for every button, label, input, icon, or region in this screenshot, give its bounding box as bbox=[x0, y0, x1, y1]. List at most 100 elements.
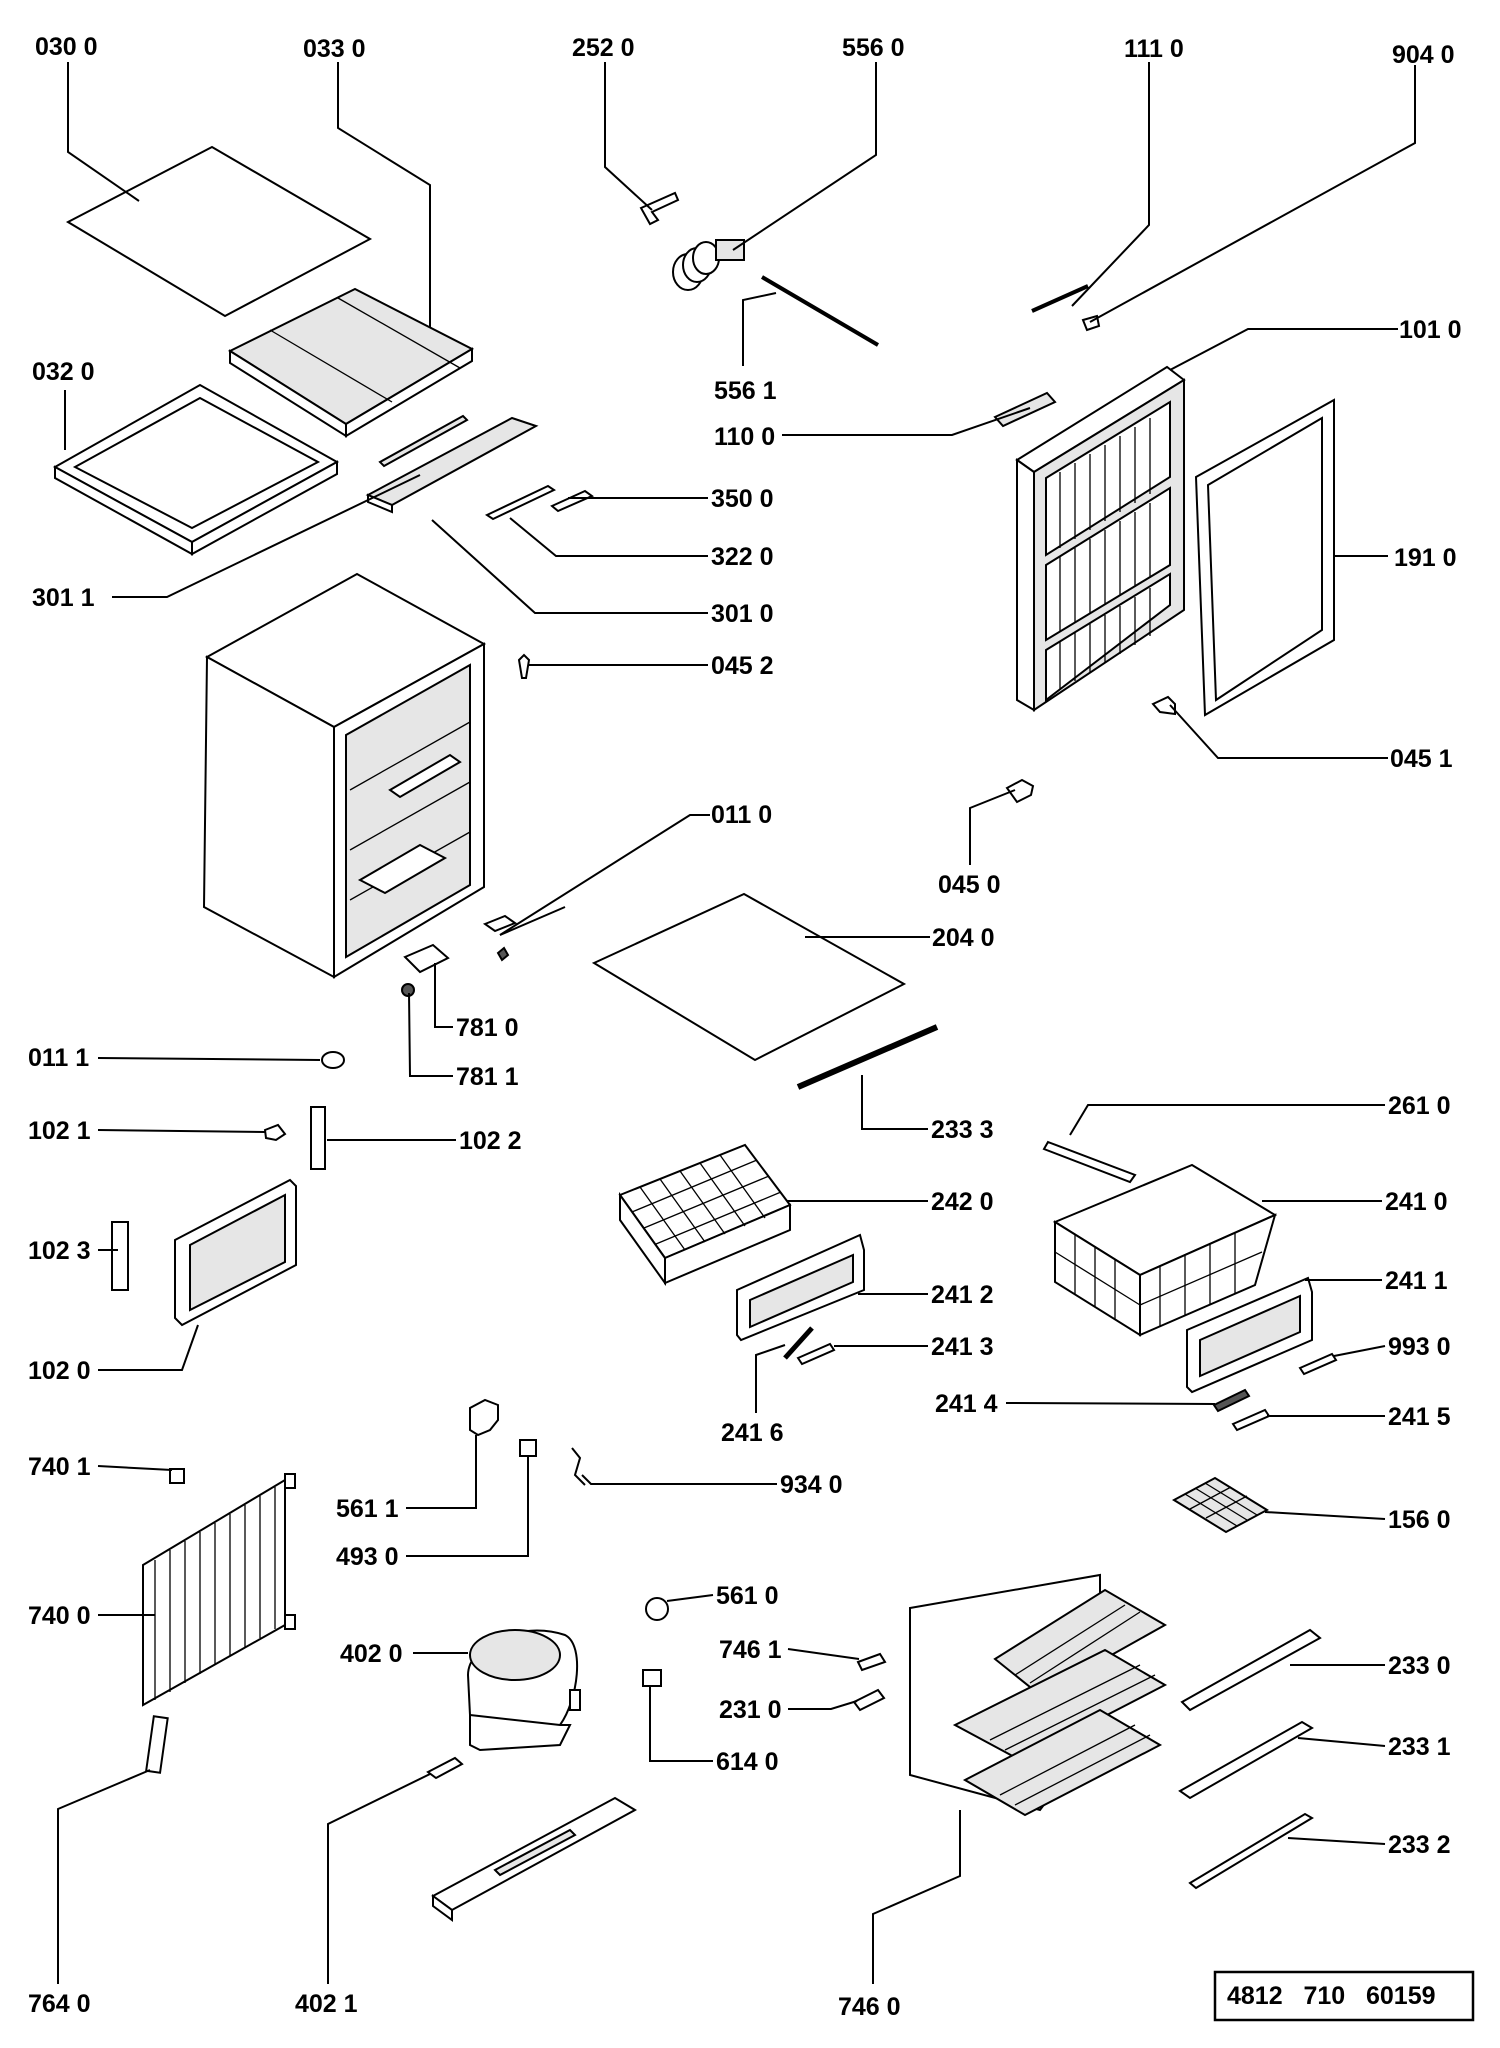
part-233-3-rail bbox=[796, 1024, 939, 1090]
label-204-0: 204 0 bbox=[932, 924, 995, 952]
part-781-0-plate bbox=[403, 943, 450, 974]
label-102-0: 102 0 bbox=[28, 1357, 91, 1385]
part-614-plug bbox=[642, 1669, 662, 1687]
label-561-1: 561 1 bbox=[336, 1495, 399, 1523]
leader-lines bbox=[57, 62, 1416, 1984]
part-241-0-basket bbox=[1052, 1163, 1278, 1337]
label-241-2: 241 2 bbox=[931, 1281, 994, 1309]
label-233-1: 233 1 bbox=[1388, 1733, 1451, 1761]
part-561-1-relay bbox=[469, 1398, 499, 1437]
part-102-1-clip bbox=[263, 1123, 287, 1142]
part-241-1-front bbox=[1186, 1276, 1313, 1394]
label-934-0: 934 0 bbox=[780, 1471, 843, 1499]
part-base-plate bbox=[431, 1796, 638, 1922]
part-740-condenser bbox=[142, 1473, 296, 1707]
label-350-0: 350 0 bbox=[711, 485, 774, 513]
label-746-1: 746 1 bbox=[719, 1636, 782, 1664]
part-746-1-clip bbox=[856, 1652, 887, 1672]
part-241-3-clip bbox=[796, 1342, 836, 1366]
part-242-basket bbox=[618, 1143, 792, 1287]
label-241-1: 241 1 bbox=[1385, 1267, 1448, 1295]
part-233-1-rail bbox=[1178, 1720, 1314, 1800]
part-740-1-clip bbox=[169, 1468, 185, 1484]
part-301-1-strip bbox=[378, 414, 469, 468]
label-402-0: 402 0 bbox=[340, 1640, 403, 1668]
part-934-wire bbox=[571, 1447, 586, 1486]
part-045-1-hinge bbox=[1151, 695, 1176, 716]
part-204-glass-shelf bbox=[591, 892, 907, 1062]
label-191-0: 191 0 bbox=[1394, 544, 1457, 572]
label-402-1: 402 1 bbox=[295, 1990, 358, 2018]
part-102-2-bracket bbox=[310, 1106, 326, 1170]
label-241-0: 241 0 bbox=[1385, 1188, 1448, 1216]
label-904-0: 904 0 bbox=[1392, 41, 1455, 69]
part-111-rod bbox=[1031, 284, 1089, 313]
label-556-1: 556 1 bbox=[714, 377, 777, 405]
label-111-0: 111 0 bbox=[1124, 35, 1184, 63]
part-746-evaporator bbox=[909, 1573, 1168, 1817]
part-011-0-feet bbox=[482, 914, 518, 962]
label-011-0: 011 0 bbox=[711, 801, 772, 829]
label-614-0: 614 0 bbox=[716, 1748, 779, 1776]
label-033-0: 033 0 bbox=[303, 35, 366, 63]
label-556-0: 556 0 bbox=[842, 34, 905, 62]
label-156-0: 156 0 bbox=[1388, 1506, 1451, 1534]
label-045-1: 045 1 bbox=[1390, 745, 1453, 773]
part-301-0-strip bbox=[365, 416, 539, 514]
part-241-2-front bbox=[736, 1233, 865, 1342]
part-781-1-cap bbox=[401, 983, 415, 997]
label-301-0: 301 0 bbox=[711, 600, 774, 628]
label-102-3: 102 3 bbox=[28, 1237, 91, 1265]
part-350-bar bbox=[550, 489, 595, 513]
label-261-0: 261 0 bbox=[1388, 1092, 1451, 1120]
part-252-bracket bbox=[639, 191, 680, 226]
label-102-1: 102 1 bbox=[28, 1117, 91, 1145]
part-045-2-pin bbox=[517, 653, 531, 679]
label-493-0: 493 0 bbox=[336, 1543, 399, 1571]
part-233-0-rail bbox=[1180, 1628, 1322, 1712]
label-242-0: 242 0 bbox=[931, 1188, 994, 1216]
label-301-1: 301 1 bbox=[32, 584, 95, 612]
part-045-0-hinge bbox=[1005, 778, 1035, 804]
label-233-0: 233 0 bbox=[1388, 1652, 1451, 1680]
label-561-0: 561 0 bbox=[716, 1582, 779, 1610]
label-241-3: 241 3 bbox=[931, 1333, 994, 1361]
part-011-1-foot bbox=[321, 1051, 345, 1069]
part-cabinet bbox=[202, 572, 487, 979]
label-231-0: 231 0 bbox=[719, 1696, 782, 1724]
document-number: 4812 710 60159 bbox=[1227, 1982, 1436, 2010]
part-261-strip bbox=[1042, 1140, 1137, 1184]
part-231-0-clip bbox=[852, 1688, 886, 1712]
part-101-door bbox=[1015, 365, 1186, 712]
label-993-0: 993 0 bbox=[1388, 1333, 1451, 1361]
label-032-0: 032 0 bbox=[32, 358, 95, 386]
part-493-clamp bbox=[519, 1439, 537, 1457]
label-781-1: 781 1 bbox=[456, 1063, 519, 1091]
label-781-0: 781 0 bbox=[456, 1014, 519, 1042]
part-033-worktop bbox=[227, 287, 475, 438]
label-011-1: 011 1 bbox=[28, 1044, 89, 1072]
part-561-0-protector bbox=[645, 1597, 669, 1621]
label-030-0: 030 0 bbox=[35, 33, 98, 61]
label-322-0: 322 0 bbox=[711, 543, 774, 571]
part-102-0-flap bbox=[174, 1178, 297, 1327]
part-556-thermostat bbox=[672, 239, 745, 291]
part-102-3-bracket bbox=[111, 1221, 129, 1291]
part-032-shelf-frame bbox=[52, 383, 340, 556]
label-241-6: 241 6 bbox=[721, 1419, 784, 1447]
part-number-labels: 030 0 033 0 252 0 556 0 111 0 904 0 032 … bbox=[28, 33, 1462, 2021]
part-993-clip bbox=[1298, 1352, 1338, 1376]
label-233-3: 233 3 bbox=[931, 1116, 994, 1144]
label-740-0: 740 0 bbox=[28, 1602, 91, 1630]
label-233-2: 233 2 bbox=[1388, 1831, 1451, 1859]
part-241-5-clip bbox=[1231, 1408, 1271, 1432]
part-241-6-spring bbox=[783, 1326, 814, 1360]
label-045-0: 045 0 bbox=[938, 871, 1001, 899]
label-045-2: 045 2 bbox=[711, 652, 774, 680]
label-102-2: 102 2 bbox=[459, 1127, 522, 1155]
part-233-2-rail bbox=[1188, 1812, 1314, 1890]
part-156-ice-tray bbox=[1171, 1476, 1270, 1534]
label-110-0: 110 0 bbox=[714, 423, 775, 451]
part-402-compressor bbox=[466, 1629, 581, 1752]
